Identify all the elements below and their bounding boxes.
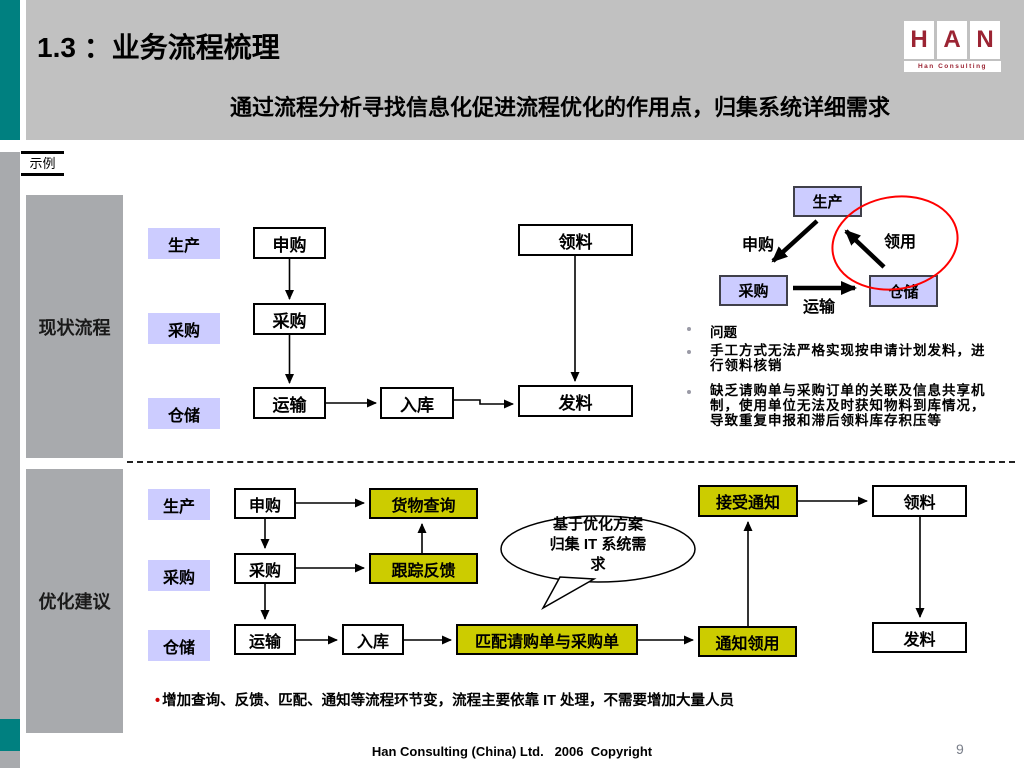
left-teal-accent xyxy=(0,719,20,751)
optimized-row-production: 生产 xyxy=(148,489,210,520)
problems-title: 问题 xyxy=(710,325,737,340)
current-box-material-issue: 发料 xyxy=(518,385,633,417)
problem-bullet-3 xyxy=(687,390,691,394)
optimized-box-material-request: 领料 xyxy=(872,485,967,517)
mini-edge-requisition: 申购 xyxy=(742,237,775,254)
optimized-box-transport: 运输 xyxy=(234,624,296,655)
section-current-label: 现状流程 xyxy=(26,195,123,458)
optimized-box-receive-notice: 接受通知 xyxy=(698,485,798,517)
logo-letter-n: N xyxy=(970,21,1000,59)
callout-bubble-tail xyxy=(541,576,597,610)
mini-arrow-storage-to-production xyxy=(844,229,886,269)
page-number: 9 xyxy=(956,741,964,757)
optimized-box-notify-claim: 通知领用 xyxy=(698,626,797,657)
section-optimized-label: 优化建议 xyxy=(26,469,123,733)
optimized-box-requisition: 申购 xyxy=(234,488,296,519)
page-subtitle: 通过流程分析寻找信息化促进流程优化的作用点，归集系统详细需求 xyxy=(229,95,890,120)
note-text: 增加查询、反馈、匹配、通知等流程环节变，流程主要依靠 IT 处理，不需要增加大量… xyxy=(162,693,735,709)
logo-caption: Han Consulting xyxy=(904,61,1001,72)
current-box-warehouse-in: 入库 xyxy=(380,387,454,419)
mini-edge-claim: 领用 xyxy=(884,234,917,251)
optimized-box-material-issue: 发料 xyxy=(872,622,967,653)
note-bullet-icon: • xyxy=(155,693,161,709)
problem-bullet-1 xyxy=(687,327,691,331)
footer-copyright: Han Consulting (China) Ltd. 2006 Copyrig… xyxy=(371,744,653,759)
left-gray-bar xyxy=(0,152,20,719)
callout-text: 基于优化方案 归集 IT 系统需 求 xyxy=(549,516,647,573)
left-gray-bar-bottom xyxy=(0,751,20,768)
example-tag: 示例 xyxy=(21,151,64,176)
mini-edge-transport: 运输 xyxy=(803,299,836,316)
current-box-purchase: 采购 xyxy=(253,303,326,335)
problem-item-manual: 手工方式无法严格实现按申请计划发料，进 行领料核销 xyxy=(710,343,986,373)
arrow-warehousein-to-issue xyxy=(454,399,514,409)
mini-node-purchase: 采购 xyxy=(719,275,788,306)
bottom-note: •增加查询、反馈、匹配、通知等流程环节变，流程主要依靠 IT 处理，不需要增加大… xyxy=(155,689,734,710)
mini-arrow-production-to-purchase xyxy=(771,219,819,263)
header-band xyxy=(26,0,1024,140)
han-logo: H A N Han Consulting xyxy=(903,14,1004,74)
optimized-row-warehouse: 仓储 xyxy=(148,630,210,661)
optimized-box-match-orders: 匹配请购单与采购单 xyxy=(456,624,638,655)
left-teal-bar xyxy=(0,0,20,140)
current-row-warehouse: 仓储 xyxy=(148,398,220,429)
current-box-material-request: 领料 xyxy=(518,224,633,256)
problem-item-linkage: 缺乏请购单与采购订单的关联及信息共享机 制，使用单位无法及时获知物料到库情况， … xyxy=(710,383,986,428)
problem-bullet-2 xyxy=(687,350,691,354)
current-box-requisition: 申购 xyxy=(253,227,326,259)
current-box-transport: 运输 xyxy=(253,387,326,419)
optimized-row-purchasing: 采购 xyxy=(148,560,210,591)
current-row-purchasing: 采购 xyxy=(148,313,220,344)
optimized-box-warehouse-in: 入库 xyxy=(342,624,404,655)
section-divider xyxy=(127,461,1015,463)
page-title: 1.3 ：业务流程梳理 xyxy=(37,32,280,63)
mini-node-production: 生产 xyxy=(793,186,862,217)
current-row-production: 生产 xyxy=(148,228,220,259)
optimized-box-track-feedback: 跟踪反馈 xyxy=(369,553,478,584)
mini-node-storage: 仓储 xyxy=(869,275,938,307)
logo-letter-h: H xyxy=(904,21,934,59)
optimized-box-goods-query: 货物查询 xyxy=(369,488,478,519)
optimized-box-purchase: 采购 xyxy=(234,553,296,584)
logo-letter-a: A xyxy=(937,21,967,59)
